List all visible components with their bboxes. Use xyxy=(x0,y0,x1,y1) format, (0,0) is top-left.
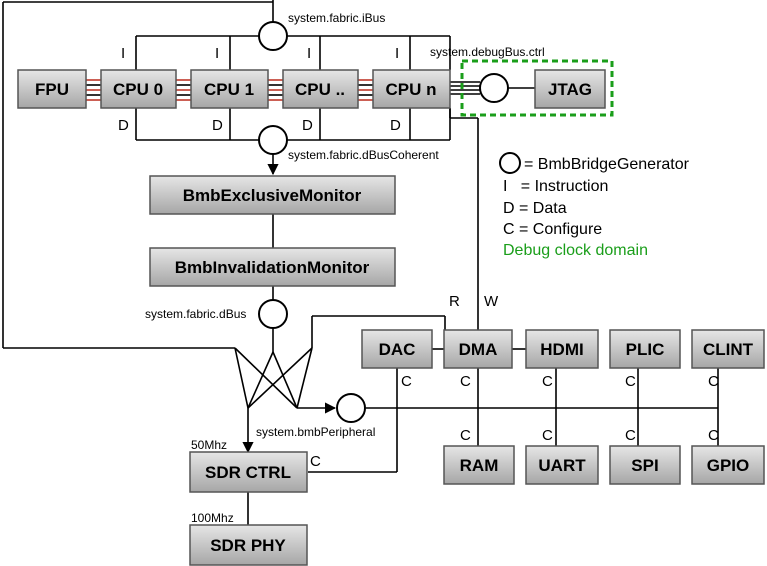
port-d: D xyxy=(212,117,223,134)
label-debugbus: system.debugBus.ctrl xyxy=(430,45,545,59)
legend-instruction: I = Instruction xyxy=(503,178,608,195)
port-c: C xyxy=(708,427,719,444)
legend-bridge-icon xyxy=(499,152,521,174)
box-ram[interactable]: RAM xyxy=(443,445,515,485)
port-r: R xyxy=(449,293,460,310)
cpu-links xyxy=(86,79,373,101)
box-sdr-phy-label: SDR PHY xyxy=(210,536,286,555)
debug-bus-bridge-icon xyxy=(479,73,509,103)
box-hdmi[interactable]: HDMI xyxy=(525,329,599,369)
legend-bridge: = BmbBridgeGenerator xyxy=(524,156,690,173)
box-gpio-label: GPIO xyxy=(707,456,750,475)
box-sdr-ctrl-label: SDR CTRL xyxy=(205,463,291,482)
box-cpu0[interactable]: CPU 0 xyxy=(100,69,177,109)
box-jtag-label: JTAG xyxy=(548,80,592,99)
box-gpio[interactable]: GPIO xyxy=(691,445,765,485)
box-dac-label: DAC xyxy=(379,340,416,359)
port-w: W xyxy=(484,293,499,310)
box-uart[interactable]: UART xyxy=(525,445,599,485)
box-cpu0-label: CPU 0 xyxy=(113,80,163,99)
box-jtag[interactable]: JTAG xyxy=(534,69,606,109)
port-c: C xyxy=(625,427,636,444)
label-clk-100: 100Mhz xyxy=(191,511,234,525)
box-uart-label: UART xyxy=(538,456,586,475)
dbus-coherent-bridge-icon xyxy=(258,125,288,155)
box-invalidation-monitor-label: BmbInvalidationMonitor xyxy=(175,258,370,277)
box-fpu-label: FPU xyxy=(35,80,69,99)
box-cpun[interactable]: CPU n xyxy=(372,69,451,109)
box-dma[interactable]: DMA xyxy=(443,329,513,369)
port-c: C xyxy=(310,453,321,470)
port-labels: I I I I D D D D R W C C C C C C C C C C xyxy=(118,45,719,470)
port-c: C xyxy=(542,427,553,444)
box-cpudots[interactable]: CPU .. xyxy=(282,69,359,109)
port-c: C xyxy=(401,373,412,390)
box-hdmi-label: HDMI xyxy=(540,340,583,359)
box-cpudots-label: CPU .. xyxy=(295,80,345,99)
port-c: C xyxy=(708,373,719,390)
legend: = BmbBridgeGenerator I = Instruction D =… xyxy=(503,156,690,259)
legend-data: D = Data xyxy=(503,200,567,217)
box-spi-label: SPI xyxy=(631,456,658,475)
port-c: C xyxy=(625,373,636,390)
box-ram-label: RAM xyxy=(460,456,499,475)
box-cpu1[interactable]: CPU 1 xyxy=(190,69,269,109)
port-d: D xyxy=(302,117,313,134)
box-fpu[interactable]: FPU xyxy=(17,69,87,109)
port-i: I xyxy=(395,45,399,62)
box-plic[interactable]: PLIC xyxy=(609,329,681,369)
box-sdr-ctrl[interactable]: SDR CTRL xyxy=(189,451,308,493)
box-plic-label: PLIC xyxy=(626,340,665,359)
box-invalidation-monitor[interactable]: BmbInvalidationMonitor xyxy=(149,247,396,287)
box-spi[interactable]: SPI xyxy=(609,445,681,485)
legend-debug: Debug clock domain xyxy=(503,242,648,259)
box-cpun-label: CPU n xyxy=(386,80,437,99)
port-i: I xyxy=(307,45,311,62)
label-clk-50: 50Mhz xyxy=(191,438,227,452)
port-c: C xyxy=(460,373,471,390)
box-dma-label: DMA xyxy=(459,340,498,359)
box-exclusive-monitor[interactable]: BmbExclusiveMonitor xyxy=(149,175,396,215)
box-cpu1-label: CPU 1 xyxy=(204,80,254,99)
label-ibus: system.fabric.iBus xyxy=(288,11,385,25)
box-exclusive-monitor-label: BmbExclusiveMonitor xyxy=(183,186,362,205)
ibus-bridge-icon xyxy=(258,21,288,51)
port-d: D xyxy=(118,117,129,134)
label-dbus: system.fabric.dBus xyxy=(145,307,246,321)
wires xyxy=(2,0,719,525)
label-dbus-coherent: system.fabric.dBusCoherent xyxy=(288,148,439,162)
peripheral-bridge-icon xyxy=(336,393,366,423)
debug-clock-domain-region xyxy=(460,59,614,117)
port-d: D xyxy=(390,117,401,134)
port-c: C xyxy=(460,427,471,444)
box-clint-label: CLINT xyxy=(703,340,754,359)
label-bmb-peripheral: system.bmbPeripheral xyxy=(256,425,375,439)
port-i: I xyxy=(215,45,219,62)
box-sdr-phy[interactable]: SDR PHY xyxy=(189,524,308,566)
box-dac[interactable]: DAC xyxy=(361,329,433,369)
legend-configure: C = Configure xyxy=(503,221,602,238)
dbus-bridge-icon xyxy=(258,299,288,329)
port-c: C xyxy=(542,373,553,390)
bridges xyxy=(258,21,521,423)
port-i: I xyxy=(121,45,125,62)
box-clint[interactable]: CLINT xyxy=(691,329,765,369)
